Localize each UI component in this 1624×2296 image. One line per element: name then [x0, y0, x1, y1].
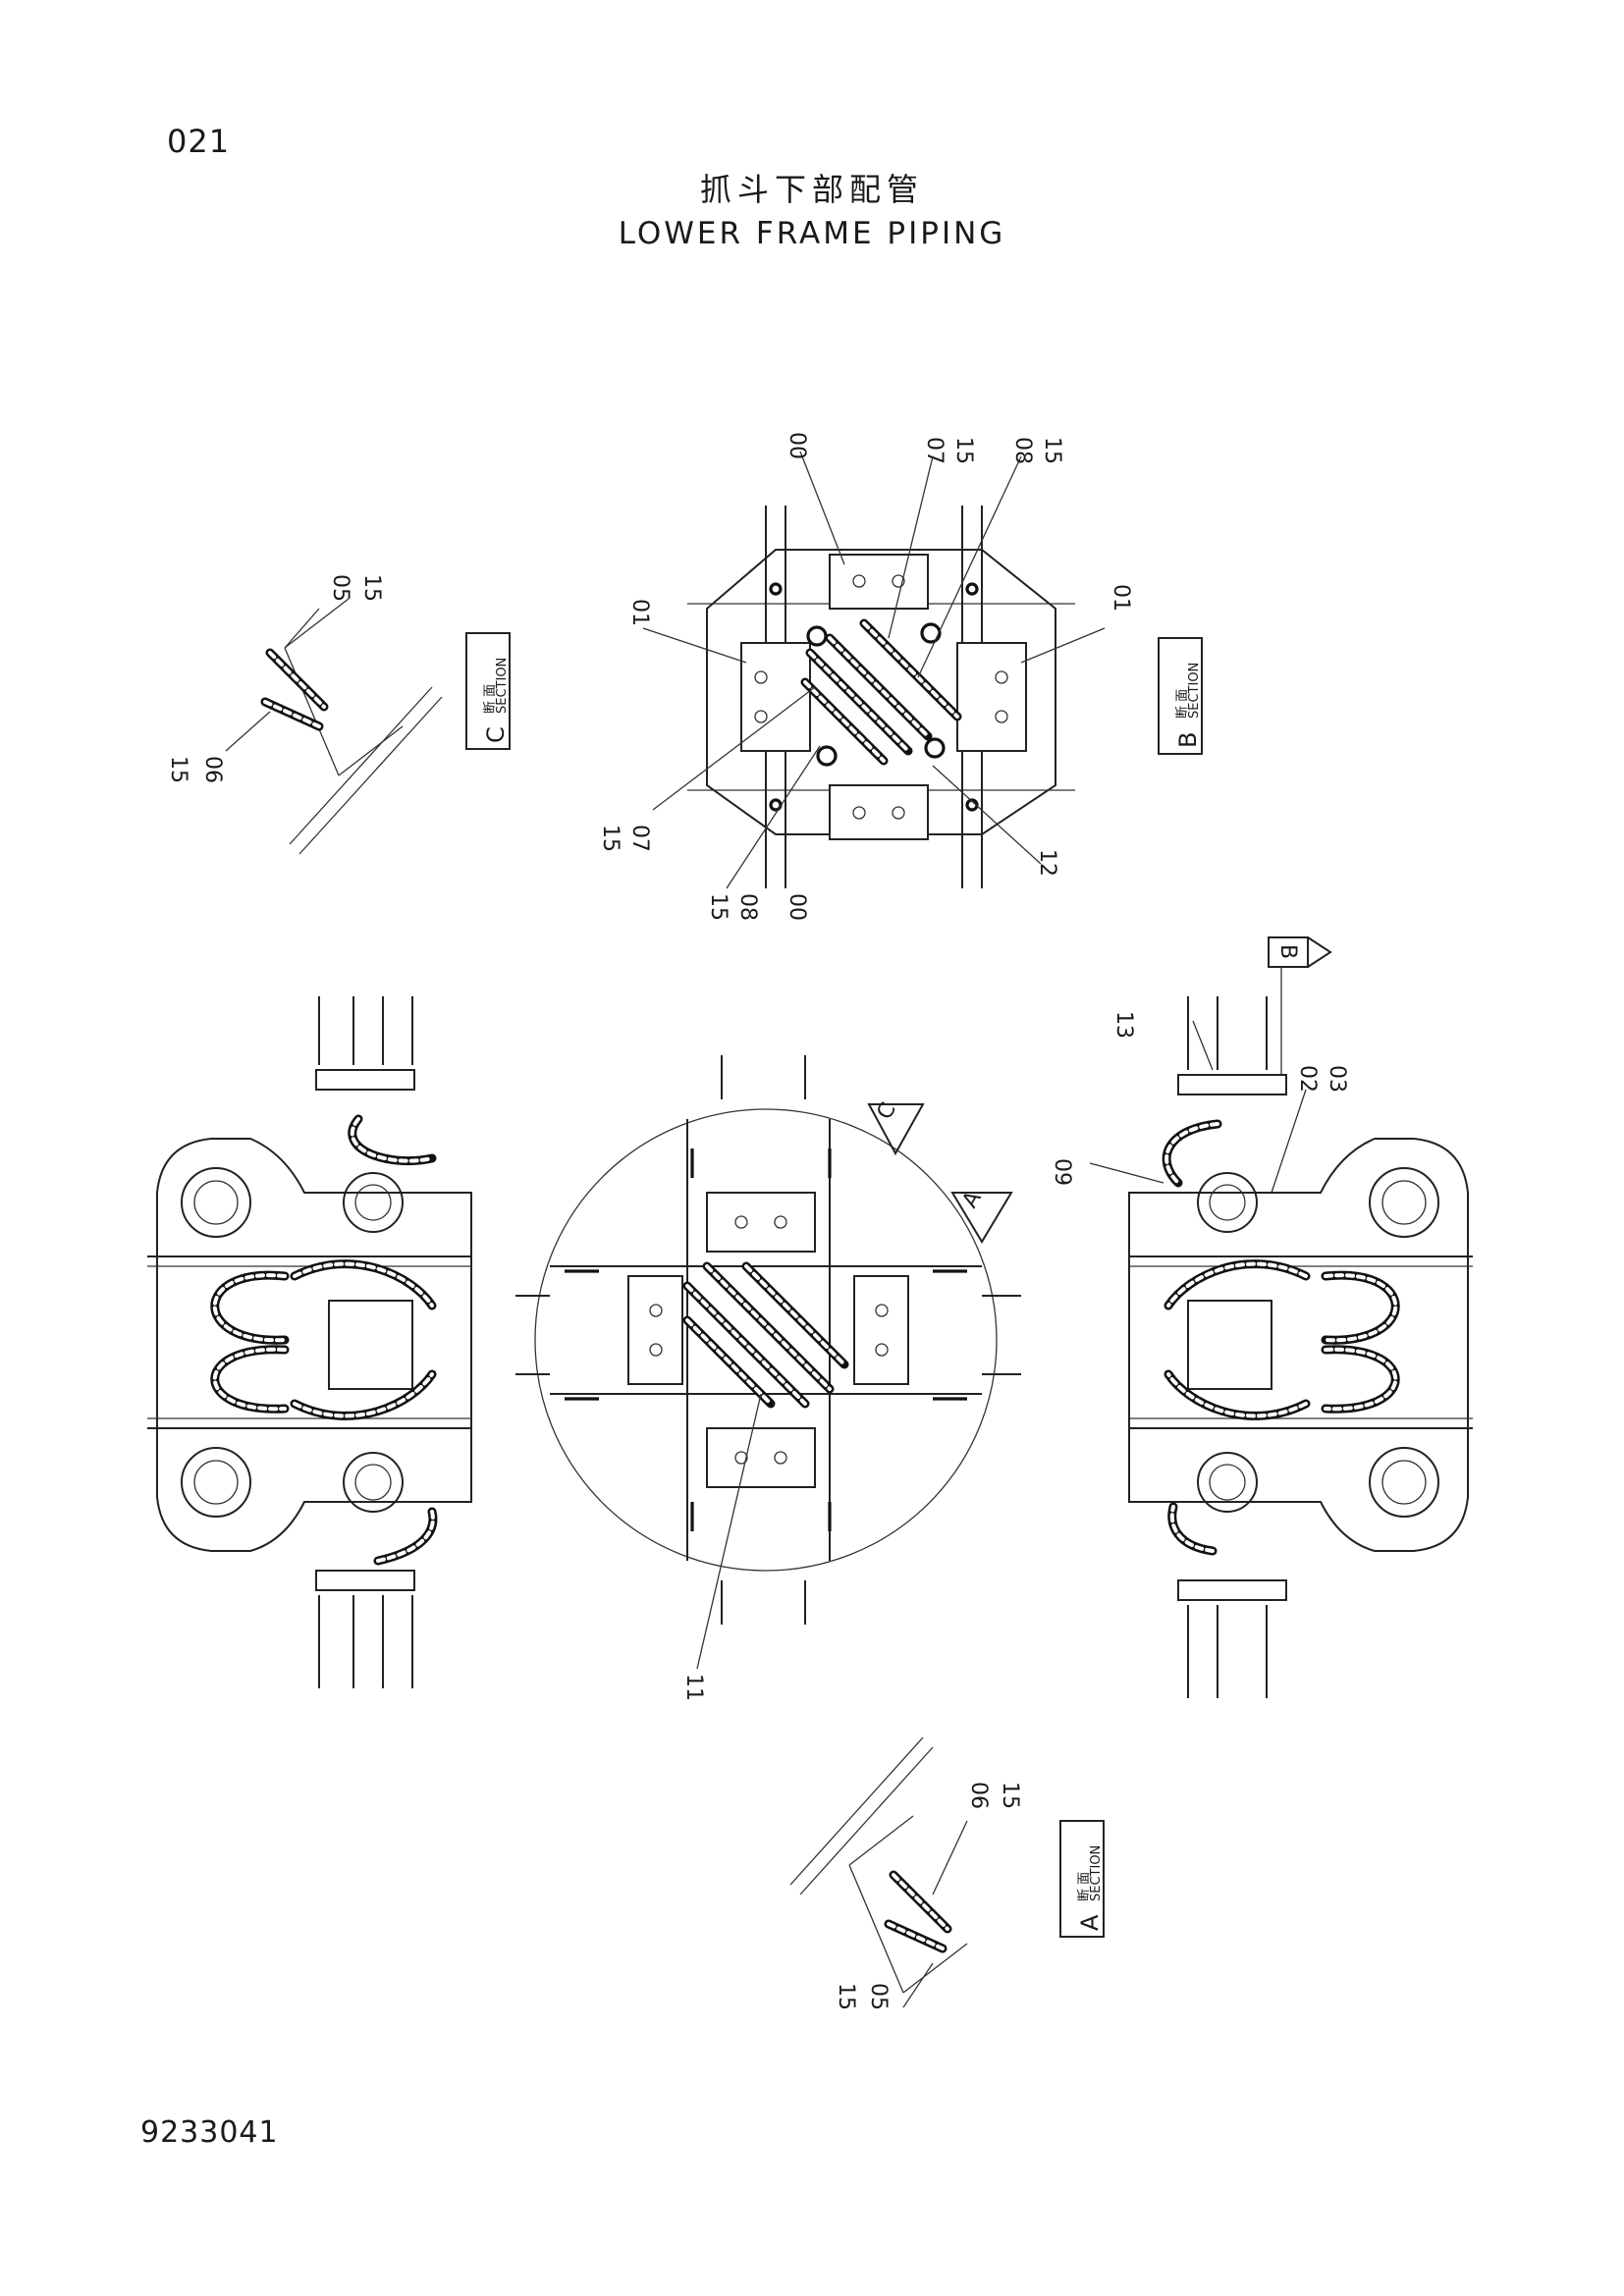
- callout-01: 01: [1109, 584, 1133, 612]
- callout-06: 06: [966, 1782, 991, 1809]
- svg-text:B: B: [1174, 732, 1202, 748]
- section-b-view: 00 07 15 08 15 01 01 15 07 15 08 00 12 断…: [598, 432, 1203, 921]
- section-c-view: 05 15 15 06 断 面 SECTION C: [166, 574, 511, 855]
- callout-05: 05: [866, 1983, 891, 2010]
- svg-text:A: A: [1076, 1914, 1104, 1931]
- document-number: 9233041: [140, 2115, 279, 2150]
- callout-15: 15: [1040, 437, 1064, 464]
- callout-00: 00: [785, 432, 809, 459]
- page-number: 021: [167, 123, 231, 160]
- callout-08: 08: [1010, 437, 1035, 464]
- right-side-view: 13 02 03 09 B: [1050, 936, 1473, 1698]
- left-side-view: [147, 996, 472, 1688]
- section-a-view: 06 15 15 05 断 面 SECTION A: [789, 1736, 1105, 2010]
- callout-09: 09: [1050, 1158, 1074, 1186]
- callout-01: 01: [627, 599, 652, 626]
- callout-03: 03: [1325, 1065, 1349, 1093]
- callout-15: 15: [998, 1782, 1022, 1809]
- callout-06: 06: [200, 756, 225, 783]
- title-chinese: 抓斗下部配管: [699, 171, 924, 208]
- callout-15: 15: [598, 825, 623, 852]
- callout-15: 15: [951, 437, 976, 464]
- callout-15: 15: [706, 893, 731, 921]
- callout-12: 12: [1035, 849, 1059, 877]
- svg-text:B: B: [1275, 944, 1300, 959]
- callout-02: 02: [1295, 1065, 1320, 1093]
- svg-text:C: C: [482, 726, 510, 743]
- callout-07: 07: [627, 825, 652, 852]
- marker-c: C: [867, 1098, 925, 1156]
- marker-a: A: [950, 1187, 1013, 1244]
- section-b-label: 断 面 SECTION B: [1158, 637, 1203, 755]
- section-a-label: 断 面 SECTION A: [1059, 1820, 1105, 1938]
- svg-text:SECTION: SECTION: [1089, 1845, 1104, 1901]
- svg-text:SECTION: SECTION: [495, 658, 510, 714]
- section-c-label: 断 面 SECTION C: [465, 632, 511, 750]
- svg-text:断 面: 断 面: [483, 684, 498, 714]
- callout-07: 07: [922, 437, 947, 464]
- callout-00: 00: [785, 893, 809, 921]
- svg-text:断 面: 断 面: [1077, 1872, 1092, 1901]
- svg-text:断 面: 断 面: [1175, 689, 1190, 719]
- title-english: LOWER FRAME PIPING: [618, 216, 1006, 251]
- callout-05: 05: [328, 574, 352, 602]
- callout-13: 13: [1111, 1011, 1136, 1039]
- callout-11: 11: [681, 1674, 706, 1701]
- callout-08: 08: [735, 893, 760, 921]
- callout-15: 15: [359, 574, 384, 602]
- callout-15: 15: [834, 1983, 858, 2010]
- callout-15: 15: [166, 756, 190, 783]
- center-plan-view: 11 C A: [515, 1055, 1021, 1701]
- marker-b: B: [1268, 936, 1332, 968]
- svg-text:SECTION: SECTION: [1187, 663, 1202, 719]
